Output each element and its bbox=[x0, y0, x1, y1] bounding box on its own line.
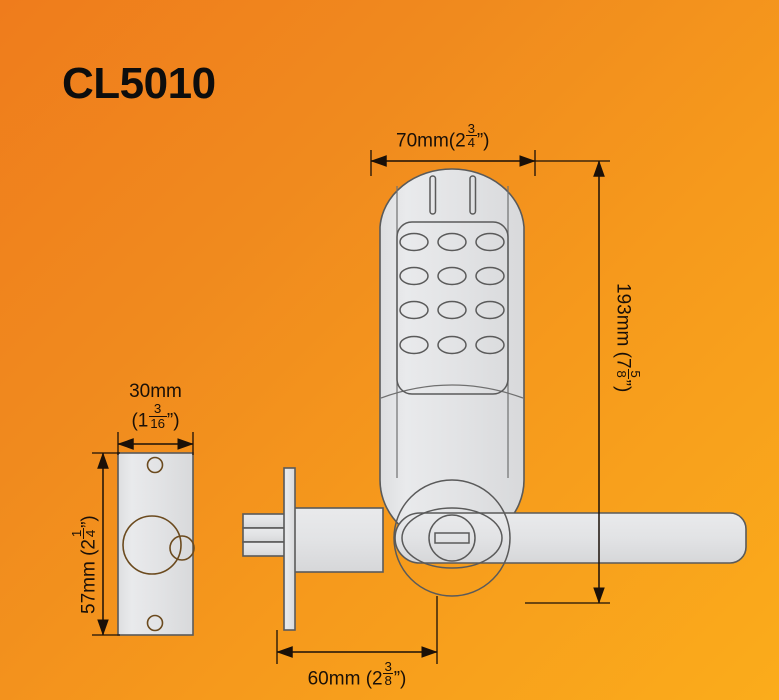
dim-mm-value: 193mm bbox=[612, 283, 634, 347]
lever-handle bbox=[394, 512, 747, 564]
dim-paren-open: (2 bbox=[78, 539, 100, 556]
dim-paren-open: (2 bbox=[448, 130, 466, 152]
dimension-line-plate-height bbox=[92, 452, 120, 636]
latch-faceplate bbox=[283, 467, 296, 631]
page-title: CL5010 bbox=[62, 59, 216, 108]
escutcheon bbox=[401, 507, 503, 569]
latch-body bbox=[287, 507, 384, 573]
dimension-line-width-top bbox=[370, 150, 536, 176]
dimension-line-plate-width bbox=[117, 432, 194, 455]
dim-mm-value: 70mm bbox=[396, 130, 449, 152]
strike-main-cutout bbox=[122, 515, 182, 575]
dimension-line-height-right bbox=[525, 160, 610, 604]
dimension-line-backset bbox=[276, 596, 438, 664]
strike-tab-cutout bbox=[169, 535, 195, 561]
dim-paren-close: ”) bbox=[393, 668, 407, 690]
keypad-indicator-slots bbox=[429, 175, 477, 215]
latch-bolt bbox=[242, 513, 289, 557]
strike-screw-hole-bottom bbox=[146, 614, 164, 632]
keypad-buttons[interactable] bbox=[399, 232, 505, 355]
strike-plate bbox=[117, 452, 195, 636]
dim-paren-open: (7 bbox=[612, 351, 634, 369]
dim-mm-value: 57mm bbox=[78, 561, 100, 614]
thumbturn-slot bbox=[434, 532, 470, 544]
dim-mm-value: 60mm bbox=[307, 668, 361, 690]
keypad-panel bbox=[396, 221, 509, 395]
strike-screw-hole-top bbox=[146, 456, 164, 474]
dim-paren-close: ”) bbox=[476, 130, 490, 152]
rose bbox=[393, 479, 511, 597]
keyhole bbox=[428, 514, 476, 562]
dim-mm-value: 30mm bbox=[129, 381, 182, 402]
dim-paren-open: (2 bbox=[365, 668, 383, 690]
dim-paren-close: ”) bbox=[612, 379, 634, 393]
dim-paren-close: ”) bbox=[78, 515, 100, 528]
